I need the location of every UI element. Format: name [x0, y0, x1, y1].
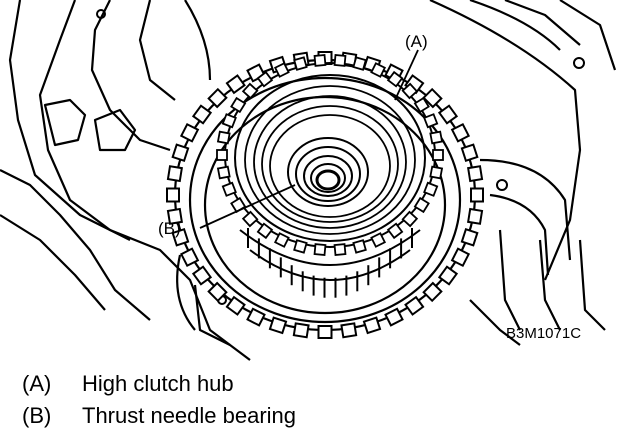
- hub-inner-rings: [244, 85, 416, 235]
- callout-a-label: (A): [405, 32, 428, 51]
- gear-tooth: [386, 222, 404, 240]
- gear-tooth: [429, 130, 444, 145]
- gear-tooth: [450, 247, 471, 268]
- gear-tooth: [460, 143, 479, 162]
- callout-b-label: (B): [158, 219, 181, 238]
- gear-tooth: [340, 322, 358, 339]
- gear-tooth: [429, 165, 444, 180]
- gear-tooth: [225, 74, 246, 95]
- gear-tooth: [268, 316, 288, 335]
- gear-tooth: [171, 228, 190, 247]
- gear-tooth: [216, 149, 228, 161]
- gear-tooth: [401, 210, 419, 228]
- gear-tooth: [216, 165, 231, 180]
- figure-code: B3M1071C: [506, 325, 581, 342]
- gear-tooth: [422, 281, 443, 303]
- gear-tooth: [450, 122, 471, 143]
- gear-tooth: [423, 113, 439, 129]
- gear-tooth: [273, 232, 290, 248]
- gear-tooth: [386, 70, 404, 88]
- case-bolt-holes: [96, 9, 585, 305]
- gear-tooth: [179, 247, 200, 268]
- gear-tooth: [293, 239, 308, 254]
- gear-tooth: [362, 316, 382, 335]
- gear-tooth: [246, 307, 266, 327]
- gear-tooth: [273, 62, 290, 78]
- gear-tooth: [413, 96, 430, 114]
- legend-item-a: (A) High clutch hub: [22, 371, 234, 397]
- legend-key: (A): [22, 371, 52, 396]
- legend-item-b: (B) Thrust needle bearing: [22, 403, 296, 429]
- gear-tooth: [191, 104, 213, 125]
- gear-tooth: [230, 96, 247, 114]
- gear-tooth: [221, 181, 237, 197]
- gear-tooth: [313, 53, 327, 67]
- gear-tooth: [207, 281, 228, 303]
- gear-tooth: [352, 56, 367, 71]
- gear-tooth: [216, 130, 231, 145]
- gear-tooth: [467, 165, 484, 183]
- gear-tooth: [460, 228, 479, 247]
- gear-tooth: [256, 222, 274, 240]
- gear-tooth: [384, 307, 404, 327]
- gear-tooth: [292, 322, 310, 339]
- hub-teeth: [216, 53, 444, 257]
- gear-tooth: [333, 243, 347, 257]
- gear-tooth: [171, 143, 190, 162]
- gear-tooth: [166, 165, 183, 183]
- gear-tooth: [370, 232, 387, 248]
- gear-tooth: [470, 187, 484, 203]
- gear-tooth: [179, 122, 200, 143]
- gear-tooth: [166, 207, 183, 225]
- gear-tooth: [191, 265, 213, 286]
- gear-tooth: [432, 149, 444, 161]
- gear-tooth: [256, 70, 274, 88]
- gear-tooth: [317, 325, 333, 339]
- case-outline: [0, 0, 617, 361]
- gear-tooth: [437, 265, 459, 286]
- gear-tooth: [241, 210, 259, 228]
- legend-label: Thrust needle bearing: [82, 403, 297, 428]
- lower-splines: [247, 228, 413, 298]
- gear-tooth: [225, 295, 246, 316]
- gear-tooth: [293, 56, 308, 71]
- gear-tooth: [423, 181, 439, 197]
- gear-tooth: [207, 87, 228, 109]
- gear-tooth: [437, 104, 459, 125]
- gear-tooth: [422, 87, 443, 109]
- gear-tooth: [370, 62, 387, 78]
- gear-tooth: [467, 207, 484, 225]
- gear-tooth: [313, 243, 327, 257]
- legend-label: High clutch hub: [82, 371, 234, 396]
- callout-leaders: [199, 49, 419, 229]
- gear-tooth: [166, 187, 180, 203]
- gear-tooth: [352, 239, 367, 254]
- legend-key: (B): [22, 403, 52, 428]
- gear-tooth: [404, 295, 425, 316]
- gear-tooth: [333, 53, 347, 67]
- gear-tooth: [221, 113, 237, 129]
- gear-tooth: [241, 82, 259, 100]
- gear-tooth: [401, 82, 419, 100]
- gear-tooth: [413, 196, 430, 214]
- thrust-needle-bearing: [287, 137, 369, 207]
